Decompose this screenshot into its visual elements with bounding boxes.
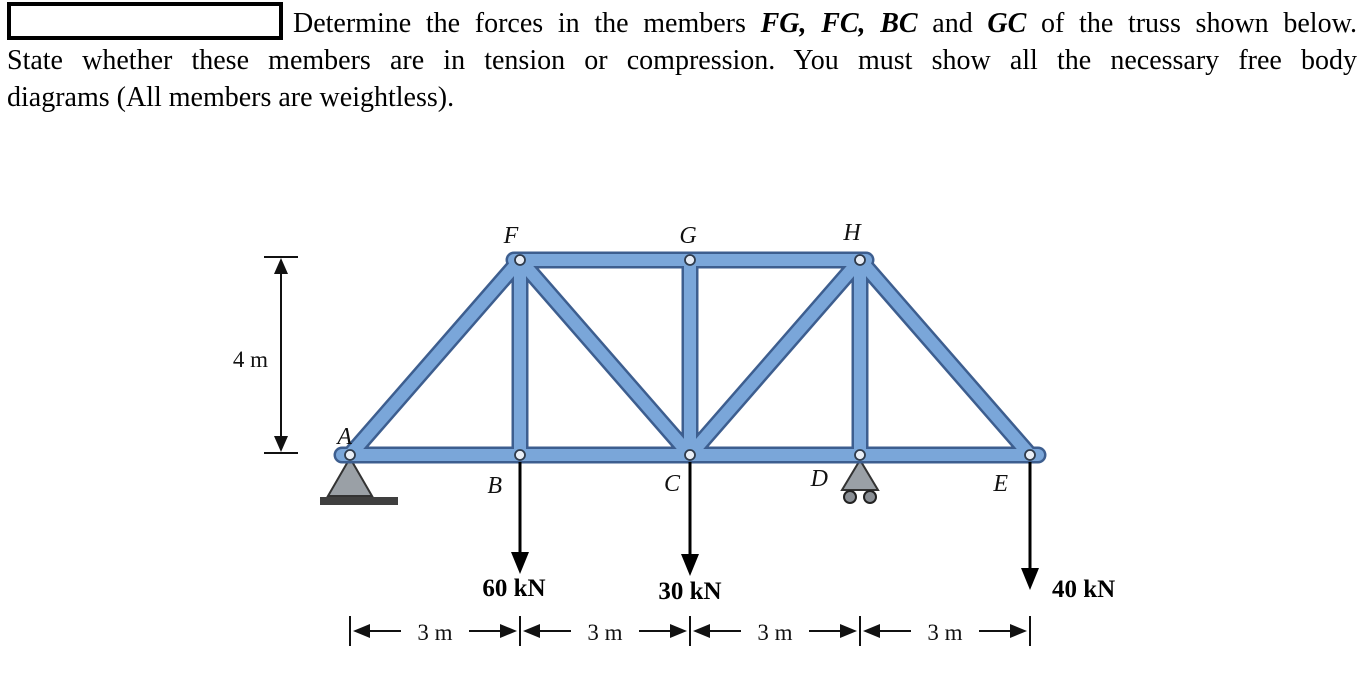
span-dim-label-4: 3 m [927, 620, 962, 645]
span-dim-label-3: 3 m [757, 620, 792, 645]
load-label-c: 30 kN [658, 578, 721, 605]
joint-label-c: C [664, 471, 681, 497]
height-dim-label: 4 m [233, 347, 268, 372]
joint-label-g: G [679, 223, 696, 249]
joint-label-h: H [842, 220, 862, 246]
problem-line-2: State whether these members are in tensi… [7, 45, 1357, 76]
load-label-e: 40 kN [1052, 576, 1115, 603]
load-arrow-e [1021, 462, 1039, 590]
member-CH [684, 254, 866, 461]
member-EH [854, 254, 1036, 461]
joint-f [514, 254, 526, 266]
load-arrow-b [511, 462, 529, 574]
joint-label-a: A [335, 424, 352, 450]
member-names-bold-1: FG, FC, BC [760, 8, 918, 39]
joint-e [1024, 449, 1036, 461]
load-arrow-c [681, 462, 699, 576]
problem-text-after: of the truss shown below. [1026, 8, 1357, 39]
problem-line-1: Determine the forces in the members FG, … [7, 2, 1357, 42]
roller-support-d [840, 458, 880, 504]
joint-label-d: D [810, 466, 828, 492]
problem-statement: Determine the forces in the members FG, … [7, 0, 1357, 116]
problem-text-conjunction: and [917, 8, 988, 39]
truss-joints [344, 254, 1036, 461]
joint-label-e: E [992, 471, 1008, 497]
joint-b [514, 449, 526, 461]
height-dimension [264, 256, 298, 454]
joint-g [684, 254, 696, 266]
joint-d [854, 449, 866, 461]
span-dim-label-1: 3 m [417, 620, 452, 645]
span-dim-label-2: 3 m [587, 620, 622, 645]
member-AF [344, 254, 526, 461]
joint-a [344, 449, 356, 461]
joint-h [854, 254, 866, 266]
member-names-bold-2: GC [987, 8, 1027, 39]
member-CF [514, 254, 696, 461]
span-dimensions [349, 616, 1031, 646]
pin-support-a [320, 456, 398, 505]
problem-text-before: Determine the forces in the members [293, 8, 761, 39]
joint-label-f: F [503, 223, 519, 249]
joint-label-b: B [487, 473, 502, 499]
joint-c [684, 449, 696, 461]
truss-members [336, 254, 1044, 461]
load-label-b: 60 kN [482, 575, 545, 602]
problem-line-3: diagrams (All members are weightless). [7, 82, 455, 113]
redacted-name-box [7, 2, 283, 40]
